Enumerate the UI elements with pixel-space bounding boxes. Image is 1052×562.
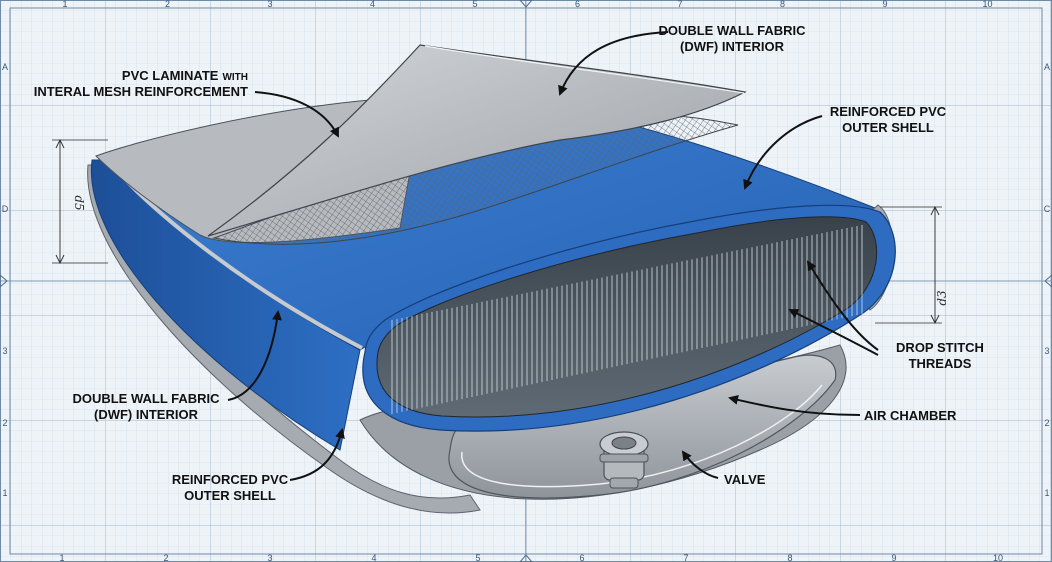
ruler-top-label: 1 (62, 0, 67, 9)
frame-inner (9, 7, 1043, 555)
ruler-left-label: D (2, 204, 9, 214)
ruler-top-label: 9 (882, 0, 887, 9)
ruler-top-label: 10 (982, 0, 992, 9)
label-dwf-top-line2: (DWF) INTERIOR (680, 39, 785, 54)
drop-stitch-panel (87, 44, 896, 514)
ruler-top-label: 2 (165, 0, 170, 9)
center-marker-bottom (519, 554, 533, 562)
ruler-bottom-label: 4 (371, 553, 376, 562)
label-valve: VALVE (724, 472, 766, 487)
ruler-bottom-label: 2 (163, 553, 168, 562)
ruler-right: A C 3 2 1 (1044, 62, 1051, 498)
ruler-bottom: 1 2 3 4 5 6 7 8 9 10 (59, 553, 1003, 562)
ruler-left: A D 3 2 1 (2, 62, 9, 498)
ruler-bottom-label: 9 (891, 553, 896, 562)
ruler-top-label: 4 (370, 0, 375, 9)
ruler-top-label: 5 (472, 0, 477, 9)
ruler-bottom-label: 6 (579, 553, 584, 562)
ruler-right-label: A (1044, 62, 1050, 72)
leader-valve (681, 450, 719, 479)
ruler-bottom-label: 10 (993, 553, 1003, 562)
ruler-left-label: A (2, 62, 8, 72)
valve-collar (599, 453, 649, 463)
label-reinforced-left-line1: REINFORCED PVC (172, 472, 289, 487)
dimension-left-label: d5 (72, 195, 86, 210)
ruler-left-label: 2 (2, 418, 7, 428)
label-dwf-left-line1: DOUBLE WALL FABRIC (72, 391, 220, 406)
ruler-bottom-label: 7 (683, 553, 688, 562)
center-marker-top (519, 0, 533, 8)
ruler-right-label: 3 (1044, 346, 1049, 356)
valve-opening (611, 436, 637, 450)
dwf-sheet-edge-highlight (424, 45, 745, 94)
label-reinforced-left-line2: OUTER SHELL (184, 488, 276, 503)
ruler-right-label: C (1044, 204, 1051, 214)
leader-dwf-left (227, 310, 282, 401)
leader-dwf-top (558, 31, 669, 96)
ruler-right-label: 2 (1044, 418, 1049, 428)
ruler-top: 1 2 3 4 5 6 7 8 9 10 (62, 0, 992, 9)
ruler-left-label: 1 (2, 488, 7, 498)
leader-drop-stitch-a (806, 260, 879, 351)
ruler-top-label: 8 (780, 0, 785, 9)
air-chamber-highlight (461, 384, 823, 488)
ruler-left-label: 3 (2, 346, 7, 356)
label-dwf-top-line1: DOUBLE WALL FABRIC (658, 23, 806, 38)
ruler-bottom-label: 5 (475, 553, 480, 562)
leader-air-chamber (728, 394, 861, 416)
center-marker-left (0, 274, 8, 288)
leader-reinforced-top (743, 115, 823, 190)
dimension-right: d3 (875, 205, 949, 325)
leader-arrows (227, 31, 879, 481)
leader-drop-stitch-b (788, 309, 879, 356)
ruler-bottom-label: 8 (787, 553, 792, 562)
label-pvc-laminate-line2: INTERAL MESH REINFORCEMENT (34, 84, 248, 99)
drop-stitch-threads (391, 225, 863, 414)
ruler-top-label: 3 (267, 0, 272, 9)
dimension-right-label: d3 (935, 290, 949, 306)
label-air-chamber: AIR CHAMBER (864, 408, 957, 423)
label-drop-stitch-line2: THREADS (909, 356, 972, 371)
dimension-left: d5 (52, 138, 108, 265)
ruler-right-label: 1 (1044, 488, 1049, 498)
label-reinforced-top-line2: OUTER SHELL (842, 120, 934, 135)
label-drop-stitch-line1: DROP STITCH (896, 340, 984, 355)
ruler-bottom-label: 1 (59, 553, 64, 562)
leader-pvc-laminate (254, 91, 339, 138)
ruler-top-label: 6 (575, 0, 580, 9)
ruler-bottom-label: 3 (267, 553, 272, 562)
valve-base (609, 477, 639, 489)
ruler-top-label: 7 (677, 0, 682, 9)
leader-reinforced-left (289, 428, 345, 481)
label-dwf-left-line2: (DWF) INTERIOR (94, 407, 199, 422)
center-marker-right (1044, 274, 1052, 288)
valve-assembly (599, 431, 649, 489)
label-reinforced-top-line1: REINFORCED PVC (830, 104, 947, 119)
dwf-curled-sheet (207, 44, 747, 237)
